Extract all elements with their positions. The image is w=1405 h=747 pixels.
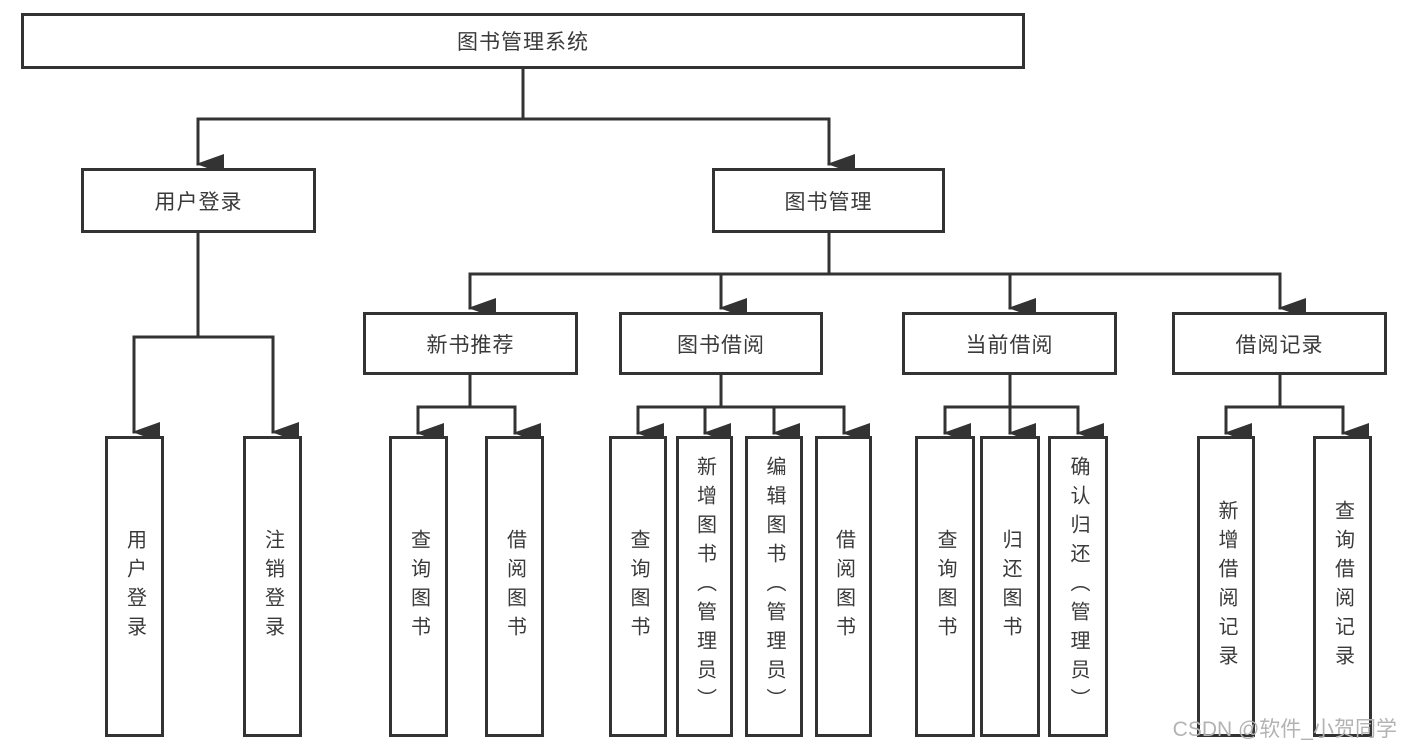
node-user-login: 用户登录 <box>81 168 316 233</box>
leaf-query-borrow-record: 查询借阅记录 <box>1313 436 1372 737</box>
leaf-borrow-books-recommend: 借阅图书 <box>485 436 544 737</box>
leaf-add-books-admin: 新增图书（管理员） <box>676 436 733 737</box>
leaf-return-books: 归还图书 <box>980 436 1040 737</box>
leaf-user-login: 用户登录 <box>105 436 164 737</box>
csdn-watermark: CSDN @软件_小贺同学 <box>1172 718 1397 741</box>
node-library-management-system: 图书管理系统 <box>21 13 1025 69</box>
node-label: 借阅图书 <box>503 528 526 645</box>
node-label: 查询图书 <box>627 528 649 645</box>
node-label: 确认归还（管理员） <box>1067 456 1089 717</box>
node-label: 借阅记录 <box>1235 333 1324 357</box>
leaf-edit-books-admin: 编辑图书（管理员） <box>745 436 803 737</box>
leaf-borrow-books: 借阅图书 <box>815 436 872 737</box>
node-label: 新增图书（管理员） <box>693 456 716 717</box>
node-current-borrowing: 当前借阅 <box>902 312 1117 375</box>
node-label: 用户登录 <box>123 528 146 645</box>
node-label: 归还图书 <box>999 528 1021 645</box>
leaf-query-books-current: 查询图书 <box>915 436 975 737</box>
leaf-query-books-recommend: 查询图书 <box>389 436 448 737</box>
node-label: 注销登录 <box>261 528 284 645</box>
node-label: 编辑图书（管理员） <box>763 456 785 717</box>
node-label: 图书管理系统 <box>457 31 589 54</box>
node-book-borrowing: 图书借阅 <box>619 312 823 375</box>
leaf-logout: 注销登录 <box>243 436 302 737</box>
node-book-management: 图书管理 <box>712 168 945 233</box>
leaf-add-borrow-record: 新增借阅记录 <box>1197 436 1255 737</box>
node-label: 新书推荐 <box>426 333 515 357</box>
node-label: 查询图书 <box>407 528 430 645</box>
node-borrowing-records: 借阅记录 <box>1172 312 1387 375</box>
node-label: 当前借阅 <box>965 333 1054 357</box>
leaf-confirm-return-admin: 确认归还（管理员） <box>1048 436 1108 737</box>
node-new-book-recommendation: 新书推荐 <box>363 312 578 375</box>
node-label: 新增借阅记录 <box>1215 499 1237 674</box>
node-label: 查询借阅记录 <box>1331 499 1354 674</box>
node-label: 借阅图书 <box>832 528 855 645</box>
node-label: 图书管理 <box>784 190 873 214</box>
node-label: 图书借阅 <box>677 333 765 357</box>
node-label: 用户登录 <box>154 190 243 214</box>
node-label: 查询图书 <box>934 528 956 645</box>
leaf-query-books-borrowing: 查询图书 <box>609 436 667 737</box>
